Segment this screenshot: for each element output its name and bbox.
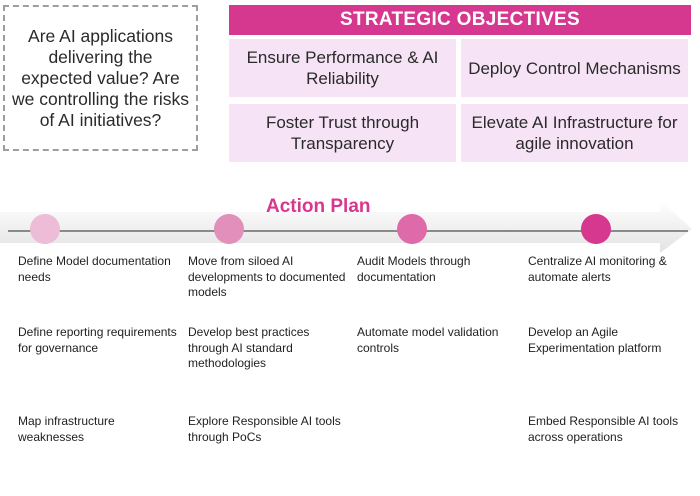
strategic-objectives-header: STRATEGIC OBJECTIVES	[229, 5, 691, 35]
action-step: Centralize AI monitoring & automate aler…	[528, 254, 667, 284]
milestone-1	[30, 214, 60, 244]
action-step: Develop an Agile Experimentation platfor…	[528, 325, 662, 355]
milestone-4	[581, 214, 611, 244]
objective-control-mechanisms: Deploy Control Mechanisms	[461, 39, 688, 97]
objective-trust-transparency: Foster Trust through Transparency	[229, 104, 456, 162]
action-step: Develop best practices through AI standa…	[188, 325, 310, 370]
action-step: Explore Responsible AI tools through PoC…	[188, 414, 341, 444]
timeline-arrow	[0, 200, 692, 253]
action-step: Audit Models through documentation	[357, 254, 471, 284]
objective-ai-infrastructure: Elevate AI Infrastructure for agile inno…	[461, 104, 688, 162]
key-questions-box: Are AI applications delivering the expec…	[3, 5, 198, 151]
key-questions-text: Are AI applications delivering the expec…	[11, 25, 190, 130]
objective-performance-reliability: Ensure Performance & AI Reliability	[229, 39, 456, 97]
action-step: Move from siloed AI developments to docu…	[188, 254, 346, 299]
action-step: Define Model documentation needs	[18, 254, 171, 284]
action-step: Embed Responsible AI tools across operat…	[528, 414, 679, 444]
action-step: Automate model validation controls	[357, 325, 499, 355]
milestone-2	[214, 214, 244, 244]
action-plan-title: Action Plan	[266, 196, 371, 217]
action-step: Map infrastructure weaknesses	[18, 414, 115, 444]
milestone-3	[397, 214, 427, 244]
timeline-arrow-body	[0, 200, 692, 253]
action-step: Define reporting requirements for govern…	[18, 325, 177, 355]
